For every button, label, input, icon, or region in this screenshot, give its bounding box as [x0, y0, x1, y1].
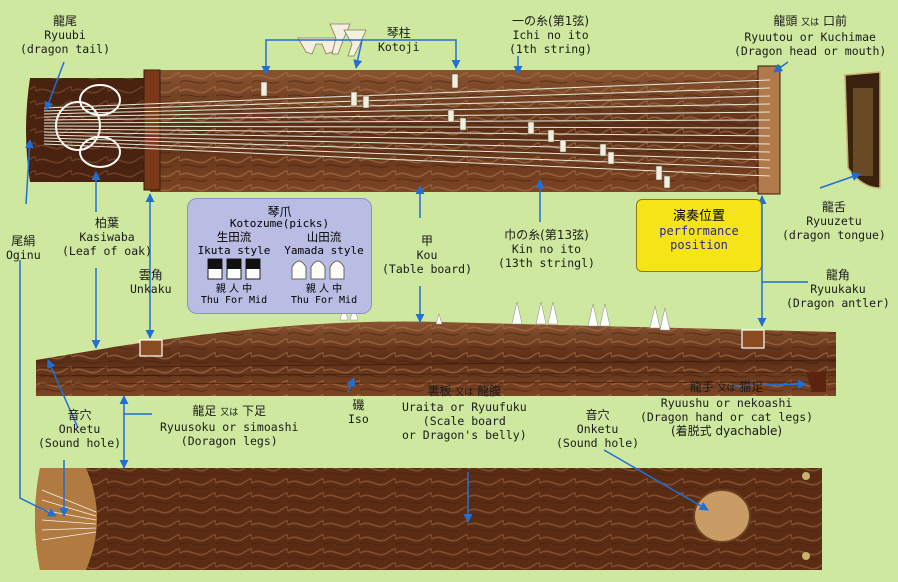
picks-title-jp: 琴爪: [267, 205, 292, 219]
picks-fingers-yamada: 親 人 中 Thu For Mid: [290, 284, 358, 306]
label-onketu-right: 音穴 Onketu (Sound hole): [556, 408, 640, 450]
picks-yamada: 山田流 Yamada style: [284, 230, 364, 258]
performance-position-box: 演奏位置 performance position: [636, 199, 762, 272]
label-ryuukaku: 龍角 Ryuukaku (Dragon antler): [786, 268, 890, 310]
label-kin-no-ito: 巾の糸(第13弦) Kin no ito (13th stringl): [498, 228, 595, 270]
label-ryuushu: 龍手 又は 猫足 Ryuushu or nekoashi (Dragon han…: [640, 380, 814, 438]
picks-fingers-ikuta: 親 人 中 Thu For Mid: [200, 284, 268, 306]
label-iso: 磯 Iso: [348, 398, 369, 426]
picks-title-en: Kotozume(picks): [229, 217, 330, 230]
label-oginu: 尾絹 Oginu: [6, 234, 41, 262]
label-ichi-no-ito: 一の糸(第1弦) Ichi no ito (1th string): [509, 14, 593, 56]
label-onketu-left: 音穴 Onketu (Sound hole): [38, 408, 122, 450]
label-ryuusoku: 龍足 又は 下足 Ryuusoku or simoashi (Doragon l…: [160, 404, 299, 448]
label-unkaku: 雲角 Unkaku: [130, 268, 172, 296]
koto-bottom-view: [35, 468, 822, 570]
label-ryuubi: 龍尾 Ryuubi (dragon tail): [20, 14, 111, 56]
label-kotoji: 琴柱 Kotoji: [378, 26, 420, 54]
leader-arrows: [19, 39, 861, 523]
label-ryuutou: 龍頭 又は 口前 Ryuutou or Kuchimae (Dragon hea…: [734, 14, 887, 58]
label-kasiwaba: 柏葉 Kasiwaba (Leaf of oak): [62, 216, 153, 258]
koto-top-view: [26, 23, 881, 195]
label-uraita: 裏板 又は 龍腹 Uraita or Ryuufuku (Scale board…: [402, 384, 527, 442]
picks-ikuta: 生田流 Ikuta style: [197, 230, 271, 258]
kotoji-icon: [297, 23, 367, 57]
kotozume-picks-panel: 琴爪 Kotozume(picks) 生田流 Ikuta style 山田流 Y…: [187, 198, 372, 314]
strings: [43, 79, 771, 177]
label-kou: 甲 Kou (Table board): [382, 234, 473, 276]
label-ryuuzetu: 龍舌 Ryuuzetu (dragon tongue): [782, 200, 886, 242]
kotoji-bridges: [260, 73, 671, 189]
picks-icons: [207, 258, 345, 280]
koto-side-view: [36, 301, 837, 396]
